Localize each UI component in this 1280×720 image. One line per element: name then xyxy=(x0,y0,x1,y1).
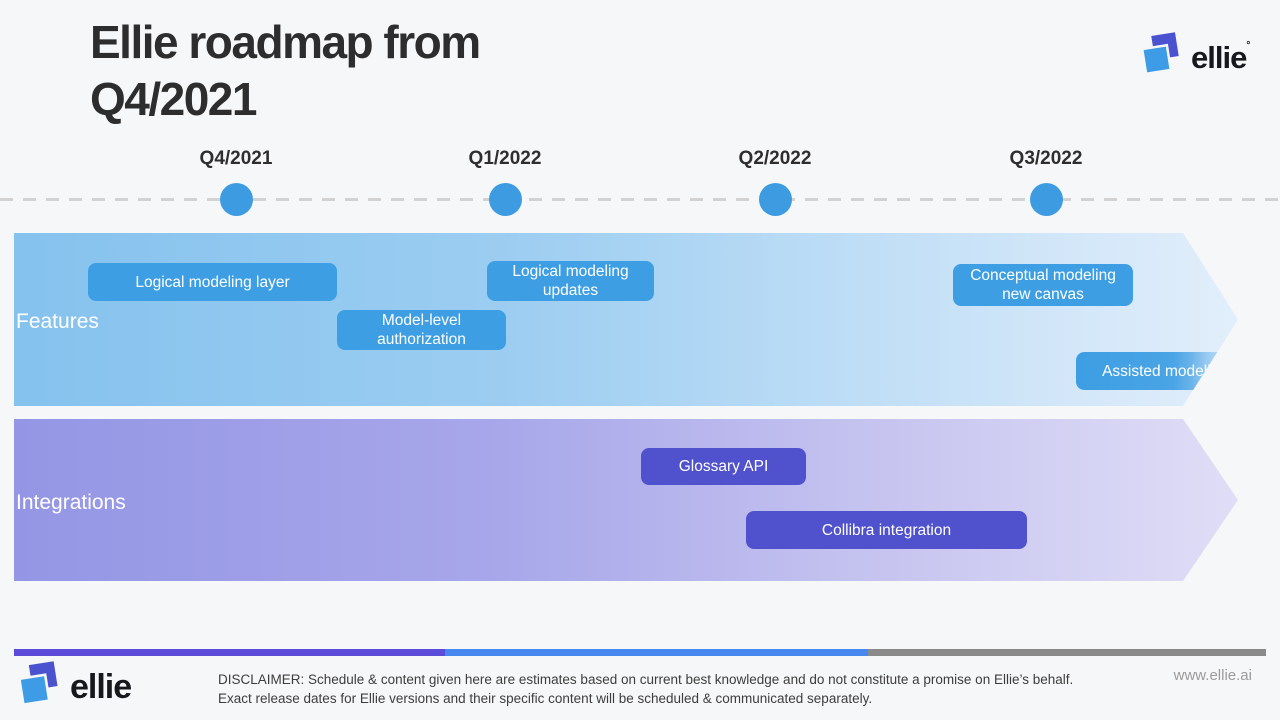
lane-features-label: Features xyxy=(16,310,99,333)
timeline-marker-q4-2021: Q4/2021 xyxy=(166,148,306,216)
page-title-line2: Q4/2021 xyxy=(90,73,257,125)
footer-bar-gray-segment xyxy=(868,649,1266,656)
timeline-marker-q3-2022: Q3/2022 xyxy=(976,148,1116,216)
quarter-label: Q2/2022 xyxy=(738,148,812,169)
timeline-dot xyxy=(219,183,253,216)
roadmap-item-collibra-integration: Collibra integration xyxy=(746,511,1027,549)
ellie-logo-icon xyxy=(16,660,62,715)
timeline-dot xyxy=(488,183,522,216)
lane-integrations: Integrations Glossary API Collibra integ… xyxy=(14,419,1238,581)
page-title: Ellie roadmap from Q4/2021 xyxy=(90,14,481,128)
quarter-label: Q3/2022 xyxy=(1009,148,1083,169)
timeline-marker-q2-2022: Q2/2022 xyxy=(705,148,845,216)
trademark-mark: ° xyxy=(1246,39,1250,51)
timeline-dashed-line xyxy=(0,198,1280,201)
website-url: www.ellie.ai xyxy=(1173,667,1252,684)
footer-bar-purple-segment xyxy=(14,649,445,656)
roadmap-item-logical-modeling-updates: Logical modeling updates xyxy=(487,261,654,301)
lane-integrations-label: Integrations xyxy=(16,491,126,514)
brand-wordmark: ellie xyxy=(70,668,132,706)
roadmap-item-assisted-modeling: Assisted modeling xyxy=(1076,352,1254,390)
disclaimer-line1: DISCLAIMER: Schedule & content given her… xyxy=(218,672,1074,687)
footer-accent-bar xyxy=(14,649,1266,656)
roadmap-item-logical-modeling-layer: Logical modeling layer xyxy=(88,263,337,301)
roadmap-item-model-level-authorization: Model-level authorization xyxy=(337,310,506,350)
ellie-logo-header: ellie° xyxy=(1139,32,1250,83)
ellie-logo-icon xyxy=(1139,32,1183,83)
timeline-marker-q1-2022: Q1/2022 xyxy=(435,148,575,216)
quarter-label: Q4/2021 xyxy=(199,148,273,169)
quarter-label: Q1/2022 xyxy=(468,148,542,169)
brand-wordmark: ellie° xyxy=(1191,39,1250,75)
footer-bar-blue-segment xyxy=(445,649,868,656)
disclaimer-line2: Exact release dates for Ellie versions a… xyxy=(218,690,873,706)
page-title-line1: Ellie roadmap from xyxy=(90,16,481,68)
roadmap-item-conceptual-modeling-new-canvas: Conceptual modeling new canvas xyxy=(953,264,1133,306)
timeline-dot xyxy=(1029,183,1063,216)
ellie-logo-footer: ellie xyxy=(16,660,132,715)
roadmap-item-glossary-api: Glossary API xyxy=(641,448,806,485)
disclaimer-text: DISCLAIMER: Schedule & content given her… xyxy=(218,671,1088,708)
timeline-dot xyxy=(758,183,792,216)
lane-features: Features Logical modeling layer Model-le… xyxy=(14,233,1238,406)
